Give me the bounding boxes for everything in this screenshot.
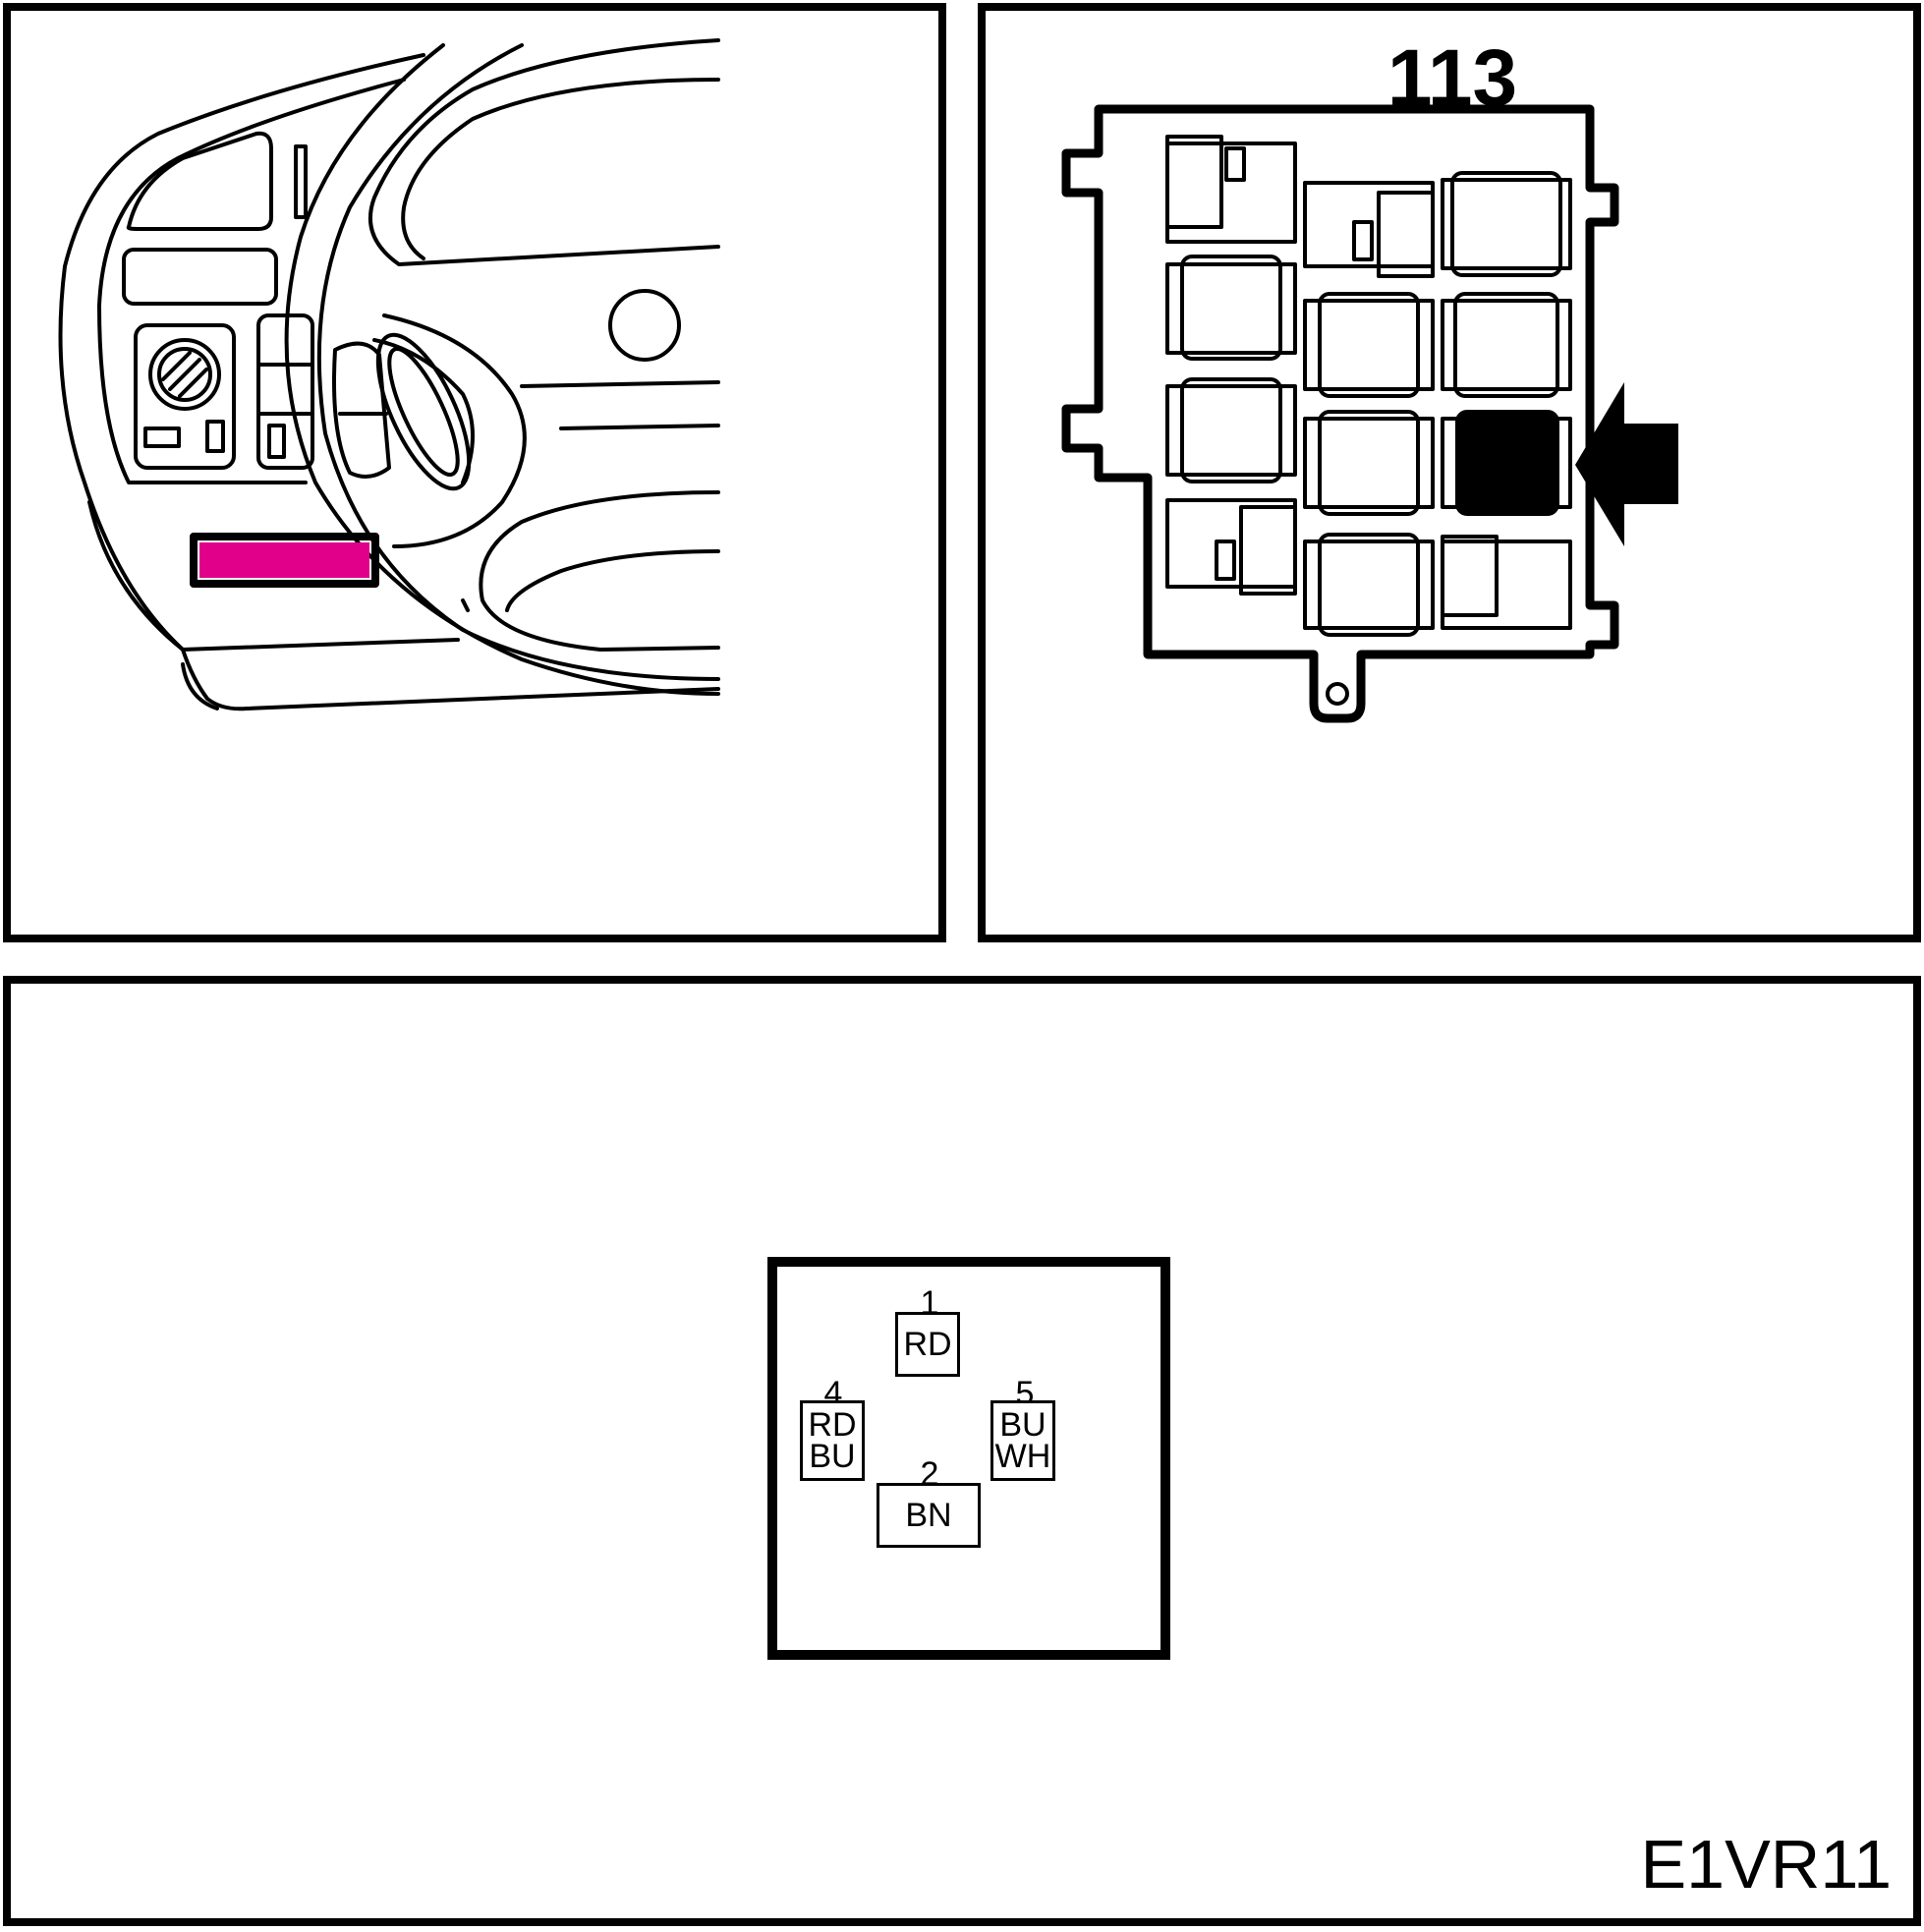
pin-2-number: 2 — [920, 1455, 939, 1493]
relay-block-drawing — [1061, 104, 1678, 723]
pin-1-color: RD — [903, 1326, 952, 1363]
dashboard-drawing — [58, 38, 720, 711]
pin-2-color: BN — [905, 1497, 952, 1534]
relay-slot-r1c3 — [1441, 171, 1572, 277]
relay-slot-r4c3 — [1441, 535, 1572, 630]
relay-slot-r2c3 — [1441, 292, 1572, 398]
relay-slot-r4c2 — [1303, 533, 1435, 637]
pin-1-number: 1 — [920, 1284, 939, 1322]
relay-slot-r1c2 — [1303, 181, 1435, 278]
pin-5-color-2: WH — [994, 1438, 1051, 1475]
relay-slot-r3c3-highlighted — [1441, 410, 1572, 516]
relay-slot-r4c1 — [1165, 498, 1297, 596]
relay-slot-r3c2 — [1303, 410, 1435, 516]
highlighted-component — [190, 533, 379, 588]
pin-2-box: BN — [877, 1483, 981, 1548]
figure-code: E1VR11 — [1640, 1826, 1892, 1903]
connector-face: 1 RD 4 RD BU 5 BU WH 2 BN — [767, 1257, 1170, 1660]
relay-slot-r2c1 — [1165, 255, 1297, 361]
pin-4-color-2: BU — [809, 1438, 856, 1475]
pointer-arrow — [1575, 382, 1678, 546]
dashboard-location-panel — [3, 3, 946, 942]
connector-panel: 1 RD 4 RD BU 5 BU WH 2 BN E1VR11 — [3, 976, 1921, 1926]
pin-4-box: RD BU — [800, 1400, 865, 1481]
relay-block-panel: 113 — [978, 3, 1921, 942]
relay-slot-r1c1 — [1165, 135, 1297, 244]
relay-slot-r3c1 — [1165, 377, 1297, 483]
pin-4-color-1: RD — [808, 1406, 857, 1444]
relay-slot-r2c2 — [1303, 292, 1435, 398]
pin-5-color-1: BU — [999, 1406, 1047, 1444]
pin-5-box: BU WH — [990, 1400, 1055, 1481]
pin-1-box: RD — [895, 1312, 960, 1377]
